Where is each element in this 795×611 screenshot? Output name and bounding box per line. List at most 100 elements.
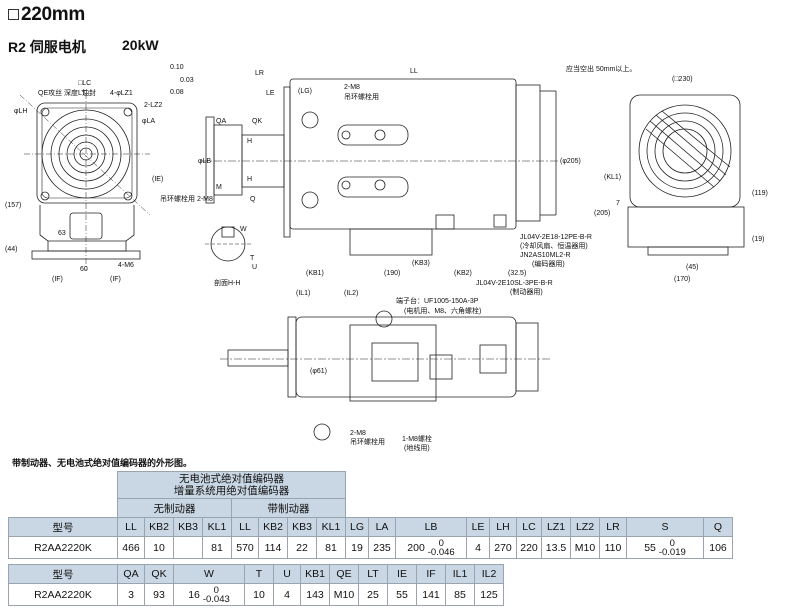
col-lg: LG [345,517,369,537]
col-kb1: KB1 [300,564,330,584]
size-square-icon [8,9,19,20]
label-ground-bolt-note: (地线用) [404,443,430,452]
col-il2: IL2 [474,564,504,584]
label-connector-1-note: (冷却风扇、恒温器用) [520,241,588,250]
bottom-view [220,310,550,441]
label-7: 7 [616,200,620,207]
label-phi205: (φ205) [560,158,581,165]
col-qa: QA [117,564,145,584]
label-m: M [216,184,222,191]
label-ie: (IE) [152,176,163,183]
table2-header-row: 型号 QA QK W T U KB1 QE LT IE IF IL1 IL2 [8,564,504,584]
label-170: (170) [674,276,690,283]
label-lc: □LC [78,80,91,87]
no-brake-header: 无制动器 [117,498,232,518]
label-il2: (IL2) [344,290,358,297]
label-157: (157) [5,202,21,209]
power-rating: 20kW [122,37,159,53]
label-terminal-note: (电机用、M8、六角螺栓) [404,306,481,315]
label-lz1: 4-φLZ1 [110,90,133,97]
col-kb2: KB2 [144,517,174,537]
col-kl1: KL1 [202,517,232,537]
label-hanging-ring: 吊环螺栓用 2-M8 [160,194,213,203]
label-qa: QA [216,118,226,125]
section-h-h [205,226,252,262]
label-kb1: (KB1) [306,270,324,277]
label-205: (205) [594,210,610,217]
front-view-flange [19,93,151,270]
col-le: LE [466,517,490,537]
label-section-t: T [250,255,255,262]
col-kl1-b: KL1 [316,517,346,537]
label-le: LE [266,90,275,97]
label-h-lower: H [247,176,252,183]
label-tol-3: 0.08 [170,89,184,96]
col-lt: LT [358,564,388,584]
col-kb2-b: KB2 [258,517,288,537]
label-oil-seal: 油封 [82,88,96,97]
label-m8-bottom: 2-M8 [350,430,366,437]
label-44: (44) [5,246,17,253]
rear-view-fan [627,94,745,256]
label-kb3: (KB3) [412,260,430,267]
label-connector-2: JN2AS10ML2-R [520,252,571,259]
label-325: (32.5) [508,270,526,277]
w-tolerance-cell: 16 0-0.043 [173,583,245,606]
label-kl1: (KL1) [604,174,621,181]
label-sq230: (□230) [672,76,693,83]
col-ll: LL [117,517,145,537]
label-section-title: 剖面H-H [214,278,240,287]
label-63: 63 [58,230,66,237]
col-w: W [173,564,245,584]
col-model-2: 型号 [8,564,118,584]
label-tol-2: 0.03 [180,77,194,84]
label-connector-3-note: (制动器用) [510,287,543,296]
lb-tolerance-cell: 200 0-0.046 [395,536,467,559]
col-il1: IL1 [445,564,475,584]
label-119: (119) [752,190,768,197]
label-tol-1: 0.10 [170,64,184,71]
table-row: R2AA2220K 3 93 16 0-0.043 10 4 143 M10 2… [8,583,504,606]
col-lz1: LZ1 [541,517,571,537]
col-lc: LC [516,517,542,537]
col-ll-b: LL [231,517,259,537]
label-la: φLA [142,118,155,125]
col-kb3-b: KB3 [287,517,317,537]
label-h-upper: H [247,138,252,145]
label-m8-top-note: 吊环螺栓用 [344,92,379,101]
label-connector-3: JL04V-2E10SL-3PE-B-R [476,280,553,287]
label-il1: (IL1) [296,290,310,297]
label-qe-depth: QE攻丝 深度LT [38,88,86,97]
col-la: LA [368,517,396,537]
col-lr: LR [599,517,627,537]
col-kb3: KB3 [173,517,203,537]
label-connector-1: JL04V-2E18-12PE-B-R [520,234,592,241]
col-s: S [626,517,704,537]
label-45: (45) [686,264,698,271]
label-lg: (LG) [298,88,312,95]
label-if-left: (IF) [52,276,63,283]
label-lh: φLH [14,108,28,115]
label-phi61: (φ61) [310,368,327,375]
label-q: Q [250,196,256,203]
col-qe: QE [329,564,359,584]
col-u: U [273,564,301,584]
series-title: R2 伺服电机 [8,39,86,55]
label-19: (19) [752,236,764,243]
label-ll: LL [410,68,418,75]
spec-table-2: 型号 QA QK W T U KB1 QE LT IE IF IL1 IL2 R… [8,564,504,606]
col-t: T [244,564,274,584]
col-q: Q [703,517,733,537]
table1-header-row: 型号 LL KB2 KB3 KL1 LL KB2 KB3 KL1 LG LA L… [8,517,733,537]
page-title: 220mm [21,4,85,25]
encoder-group-header: 无电池式绝对值编码器 增量系统用绝对值编码器 [117,471,346,499]
label-m8-top: 2-M8 [344,84,360,91]
label-qk: QK [252,118,262,125]
label-kb2: (KB2) [454,270,472,277]
drawing-note: 带制动器、无电池式绝对值编码器的外形图。 [12,458,193,468]
col-lz2: LZ2 [570,517,600,537]
col-ie: IE [387,564,417,584]
label-lz2: 2-LZ2 [144,102,162,109]
col-model: 型号 [8,517,118,537]
label-section-w: W [240,226,247,233]
